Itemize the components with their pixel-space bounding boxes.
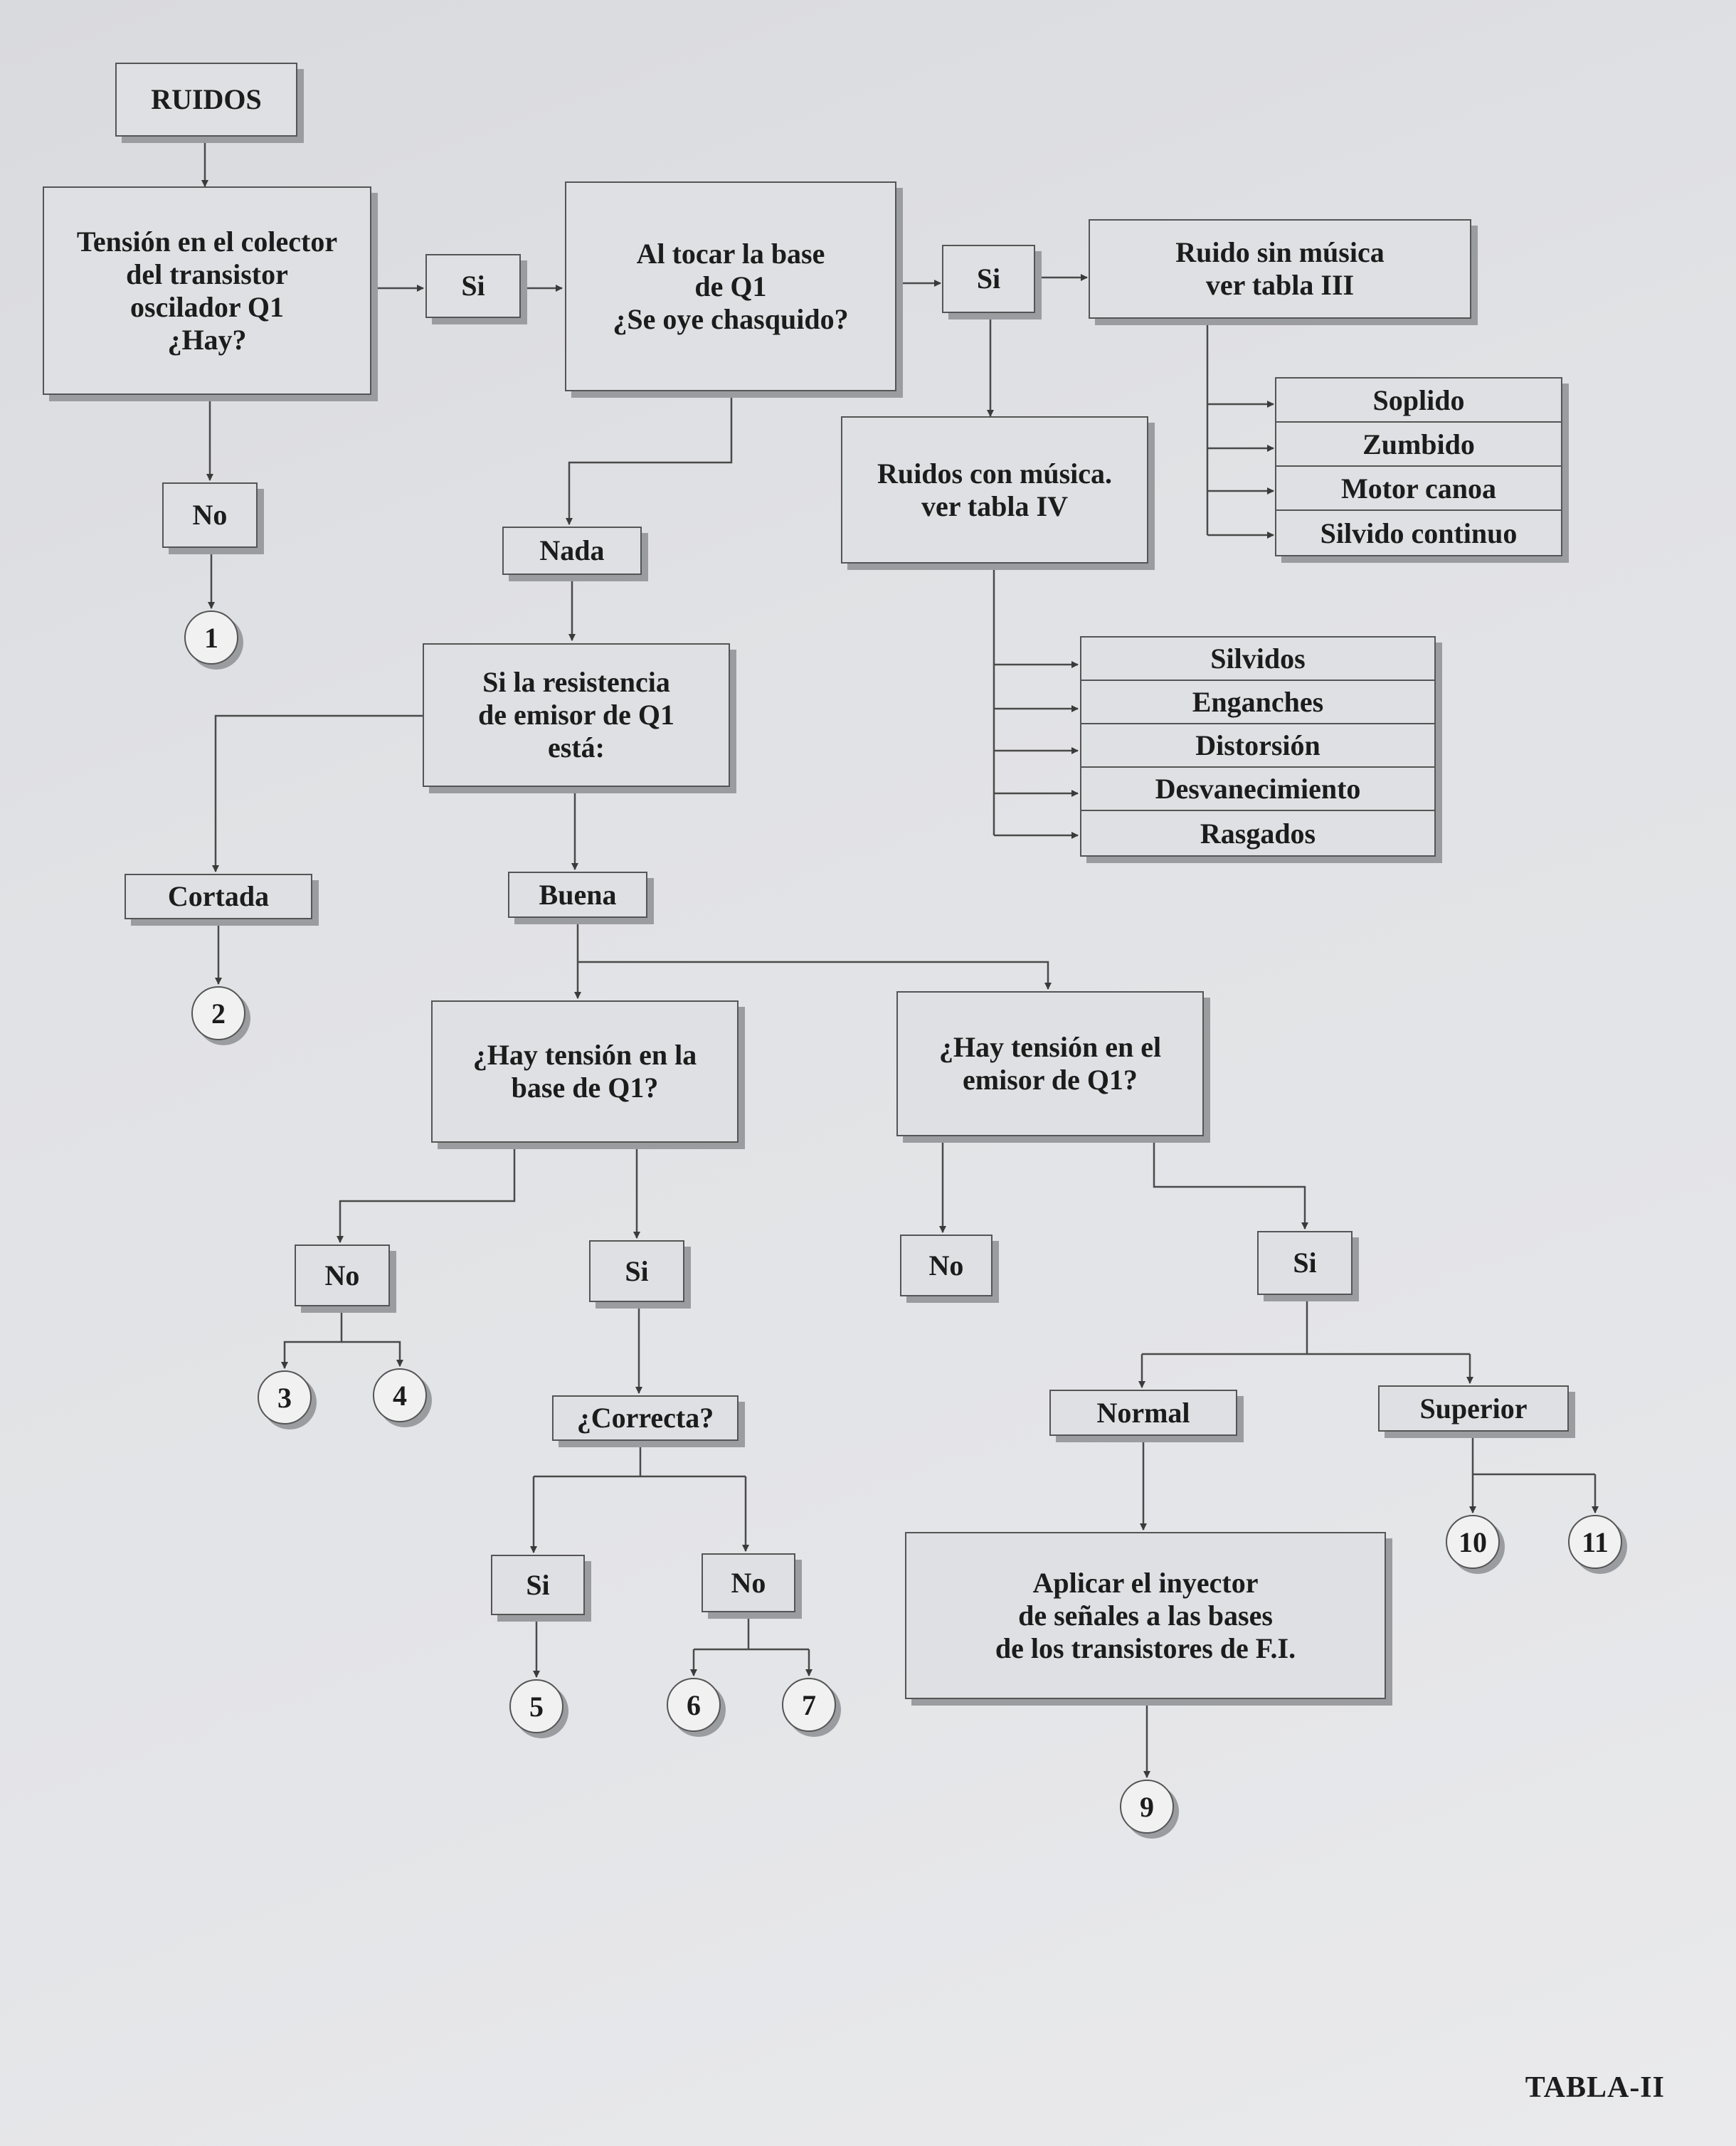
cut-label: Cortada	[125, 874, 312, 919]
base-no-label: No	[295, 1244, 390, 1306]
correct-question: ¿Correcta?	[552, 1395, 739, 1441]
list-item: Soplido	[1276, 379, 1561, 423]
reference-10: 10	[1446, 1515, 1500, 1569]
correct-yes-label: Si	[491, 1555, 585, 1615]
collector-voltage-question: Tensión en el colector del transistor os…	[43, 186, 371, 395]
noise-without-music-list: Soplido Zumbido Motor canoa Silvido cont…	[1275, 377, 1562, 556]
touch-nothing-label: Nada	[502, 527, 642, 575]
noise-with-music-box: Ruidos con música. ver tabla IV	[841, 416, 1148, 564]
reference-2: 2	[191, 986, 245, 1040]
collector-no-label: No	[162, 482, 258, 548]
list-item: Motor canoa	[1276, 467, 1561, 511]
good-label: Buena	[508, 872, 647, 918]
noise-without-music-box: Ruido sin música ver tabla III	[1089, 219, 1471, 319]
list-item: Silvido continuo	[1320, 517, 1518, 549]
base-voltage-question: ¿Hay tensión en la base de Q1?	[431, 1000, 739, 1143]
emitter-voltage-question: ¿Hay tensión en el emisor de Q1?	[896, 991, 1204, 1136]
normal-label: Normal	[1049, 1390, 1237, 1436]
list-item: Zumbido	[1276, 423, 1561, 467]
touch-base-question: Al tocar la base de Q1 ¿Se oye chasquido…	[565, 181, 896, 391]
reference-4: 4	[373, 1368, 427, 1422]
reference-9: 9	[1120, 1780, 1174, 1834]
reference-7: 7	[782, 1678, 836, 1732]
superior-label: Superior	[1378, 1385, 1569, 1432]
emitter-resistance-question: Si la resistencia de emisor de Q1 está:	[423, 643, 730, 787]
collector-yes-label: Si	[425, 254, 521, 318]
title-box: RUIDOS	[115, 63, 297, 137]
signal-injector-action: Aplicar el inyector de señales a las bas…	[905, 1532, 1386, 1699]
reference-11: 11	[1568, 1515, 1622, 1569]
touch-yes-label: Si	[942, 245, 1035, 313]
noise-with-music-list: Silvidos Enganches Distorsión Desvanecim…	[1080, 636, 1436, 857]
reference-3: 3	[258, 1370, 312, 1424]
list-item: Desvanecimiento	[1081, 768, 1434, 811]
list-item: Enganches	[1081, 681, 1434, 724]
reference-1: 1	[184, 610, 238, 665]
list-item: Distorsión	[1081, 724, 1434, 768]
list-item: Silvidos	[1081, 638, 1434, 681]
reference-5: 5	[509, 1679, 563, 1733]
list-item: Rasgados	[1200, 817, 1316, 850]
base-yes-label: Si	[589, 1240, 684, 1302]
reference-6: 6	[667, 1678, 721, 1732]
correct-no-label: No	[702, 1553, 795, 1612]
emitter-no-label: No	[900, 1235, 993, 1296]
table-caption: TABLA-II	[1525, 2071, 1665, 2104]
emitter-yes-label: Si	[1257, 1231, 1353, 1295]
